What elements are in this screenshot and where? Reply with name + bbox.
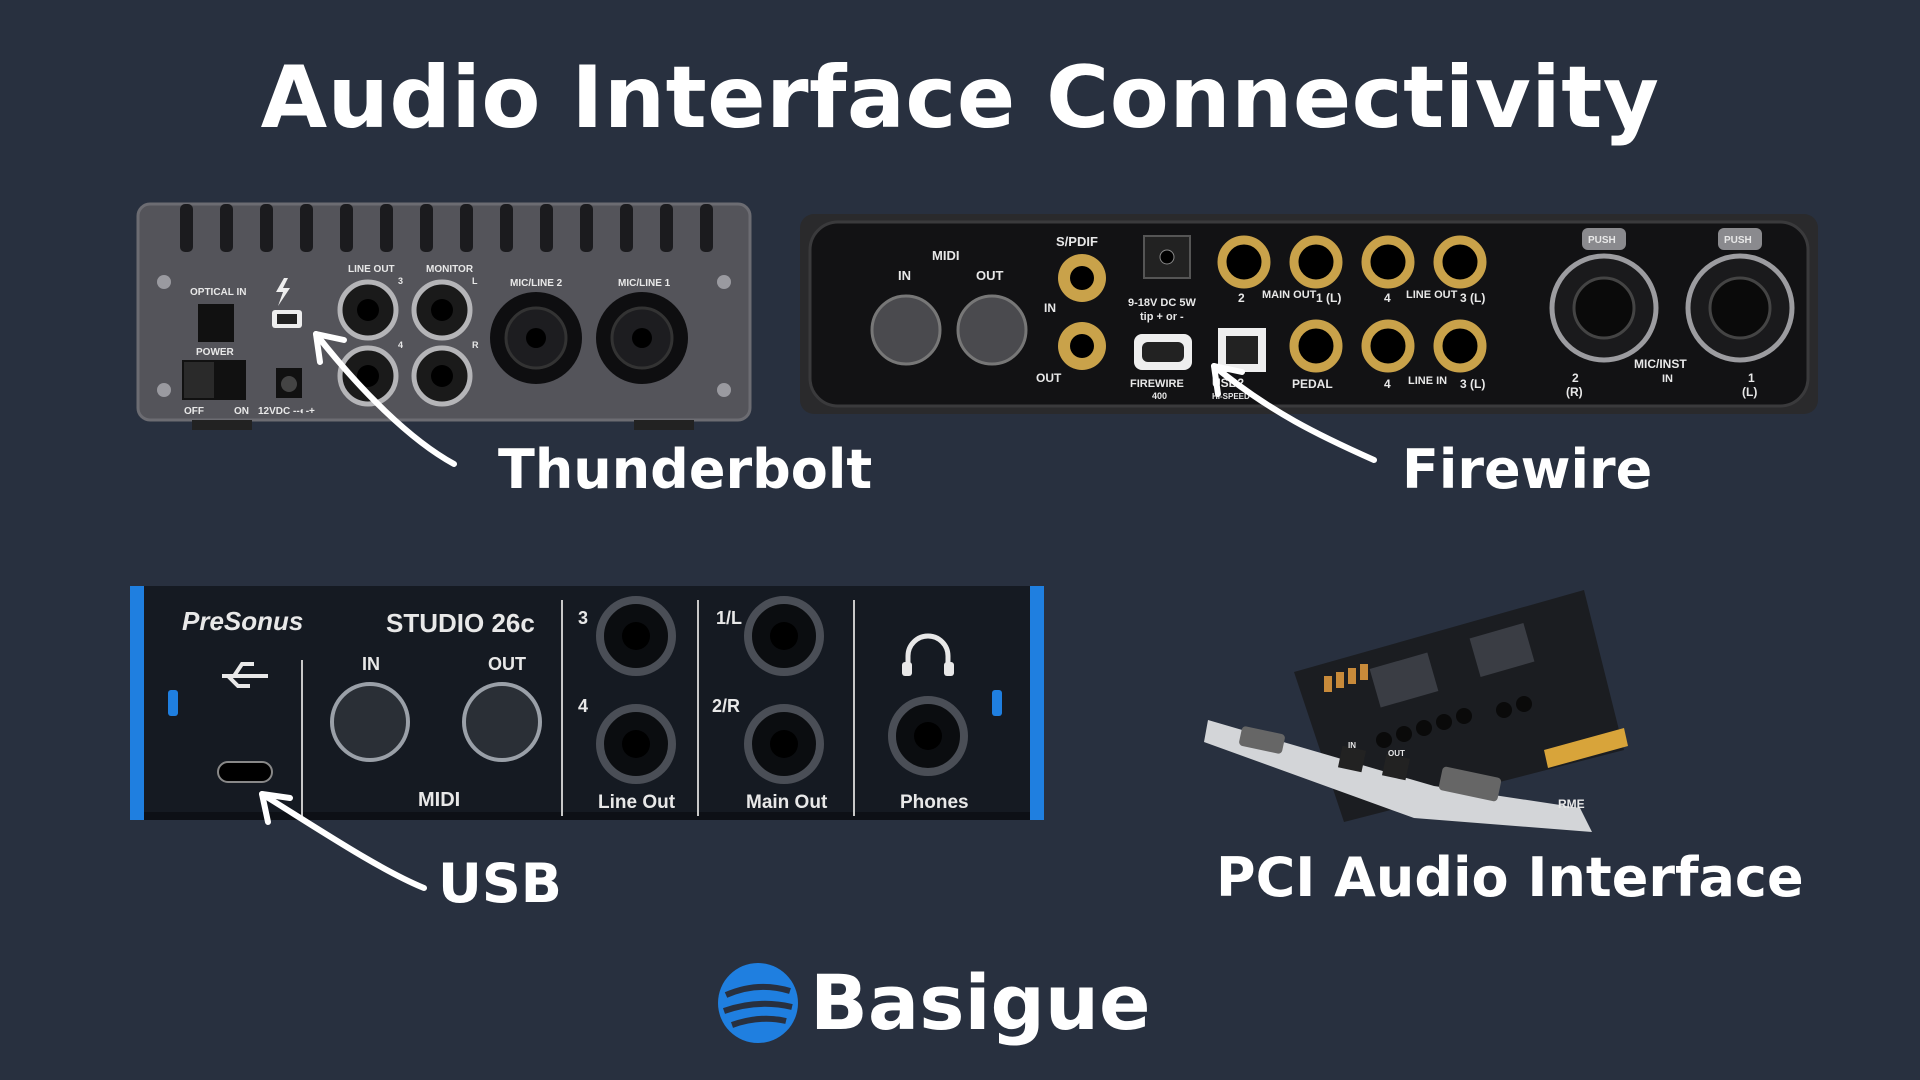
ch2-right-label: (R) <box>1566 385 1583 399</box>
main-out-1-label: 1 (L) <box>1316 291 1341 305</box>
firewire-interface-image: MIDI IN OUT S/PDIF IN OUT 9-18V DC 5W ti… <box>800 214 1818 414</box>
line-in-label: LINE IN <box>1408 375 1447 387</box>
globe-icon <box>718 962 798 1043</box>
midi-in-label: IN <box>898 268 911 283</box>
spdif-in-label: IN <box>1044 301 1056 315</box>
mic-inst-label: MIC/INST <box>1634 357 1687 371</box>
logo-text: Basigue <box>810 958 1151 1047</box>
ch3-label: 3 <box>398 276 403 286</box>
thunderbolt-caption: Thunderbolt <box>498 438 873 501</box>
presonus-brand: PreSonus <box>182 606 303 636</box>
spdif-label: S/PDIF <box>1056 234 1098 249</box>
main-out-2-label: 2 <box>1238 291 1245 305</box>
line-in-3-label: 3 (L) <box>1460 377 1485 391</box>
monitor-label: MONITOR <box>426 264 474 275</box>
pedal-label: PEDAL <box>1292 377 1333 391</box>
line-in-4-label: 4 <box>1384 377 1391 391</box>
line-out-4-label: 4 <box>578 696 588 716</box>
phones-label: Phones <box>900 792 969 813</box>
page-title: Audio Interface Connectivity <box>260 48 1660 148</box>
dc-input-label: 9-18V DC 5W <box>1128 297 1196 309</box>
pci-brand: RME <box>1558 797 1585 811</box>
mic-line-1-label: MIC/LINE 1 <box>618 278 671 289</box>
midi-in-label: IN <box>362 654 380 674</box>
midi-label: MIDI <box>418 789 460 811</box>
line-out-label: Line Out <box>598 792 676 813</box>
dc-tip-label: tip + or - <box>1140 311 1184 323</box>
basigue-logo: Basigue <box>716 958 1151 1047</box>
usb-c-port <box>217 761 273 783</box>
line-out-3-label: 3 (L) <box>1460 291 1485 305</box>
usb-icon <box>222 662 268 688</box>
off-label: OFF <box>184 406 204 417</box>
thunderbolt-icon <box>276 278 290 306</box>
ch1-label: 1 <box>1748 371 1755 385</box>
usb-caption: USB <box>438 852 562 915</box>
left-label: L <box>472 276 478 286</box>
midi-out-label: OUT <box>976 268 1004 283</box>
main-out-label: MAIN OUT <box>1262 289 1317 301</box>
line-out-label: LINE OUT <box>1406 289 1458 301</box>
firewire-caption: Firewire <box>1402 438 1653 501</box>
pci-in-label: IN <box>1348 741 1356 750</box>
usb-arrow <box>259 791 427 891</box>
midi-out-label: OUT <box>488 654 526 674</box>
firewire-label: FIREWIRE <box>1130 378 1184 390</box>
line-out-label: LINE OUT <box>348 264 395 275</box>
on-label: ON <box>234 406 249 417</box>
mic-line-2-label: MIC/LINE 2 <box>510 278 563 289</box>
optical-in-label: OPTICAL IN <box>190 287 246 298</box>
pci-out-label: OUT <box>1388 749 1405 758</box>
line-out-3-label: 3 <box>578 608 588 628</box>
model-name: STUDIO 26c <box>386 608 535 638</box>
usb-interface-image: PreSonus STUDIO 26c IN OUT MIDI 3 4 Line… <box>130 586 1044 820</box>
dc-label: 12VDC --◐-+ <box>258 406 315 417</box>
firewire-arrow <box>1211 363 1377 463</box>
headphones-icon <box>905 633 951 670</box>
mic-inst-in-label: IN <box>1662 373 1673 385</box>
pci-card-image: IN OUT RME <box>1204 590 1628 832</box>
right-label: R <box>472 340 479 350</box>
push-label-1: PUSH <box>1724 235 1752 246</box>
hi-speed-label: HI-SPEED <box>1212 392 1250 401</box>
main-out-1l-label: 1/L <box>716 608 742 628</box>
line-out-4-label: 4 <box>1384 291 1391 305</box>
thunderbolt-arrow <box>313 331 457 467</box>
midi-label: MIDI <box>932 248 959 263</box>
power-label: POWER <box>196 347 235 358</box>
main-out-label: Main Out <box>746 792 828 813</box>
ch1-left-label: (L) <box>1742 385 1757 399</box>
ch2-label: 2 <box>1572 371 1579 385</box>
main-out-2r-label: 2/R <box>712 696 740 716</box>
pci-caption: PCI Audio Interface <box>1216 846 1804 909</box>
firewire-400-label: 400 <box>1152 391 1167 401</box>
push-label-2: PUSH <box>1588 235 1616 246</box>
spdif-out-label: OUT <box>1036 371 1062 385</box>
ch4-label: 4 <box>398 340 403 350</box>
thunderbolt-interface-image: OPTICAL IN POWER OFF ON 12VDC --◐-+ LINE… <box>136 202 752 430</box>
